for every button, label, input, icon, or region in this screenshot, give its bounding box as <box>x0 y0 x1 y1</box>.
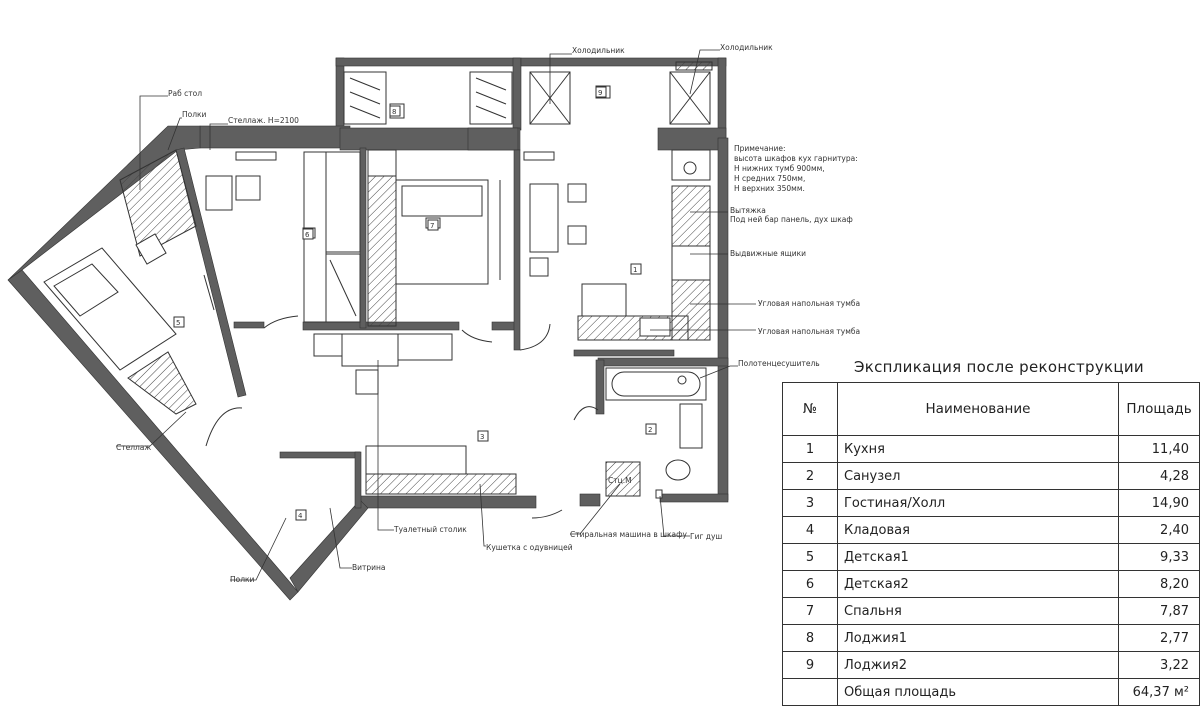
row-area: 7,87 <box>1118 597 1200 625</box>
header-number: № <box>782 382 838 436</box>
label-towel-rail: Полотенцесушитель <box>738 359 820 368</box>
table-header-row: № Наименование Площадь <box>782 382 1200 436</box>
row-area: 8,20 <box>1118 570 1200 598</box>
row-area: 3,22 <box>1118 651 1200 679</box>
label-washer-tag: Стц.М <box>608 476 632 485</box>
row-number: 7 <box>782 597 838 625</box>
room-number-8: 8 <box>392 108 396 116</box>
row-name: Гостиная/Холл <box>837 489 1119 517</box>
bathroom <box>605 367 707 499</box>
room-number-6: 6 <box>305 231 310 239</box>
row-number: 6 <box>782 570 838 598</box>
label-rack-bottom: Стеллаж <box>116 443 151 452</box>
row-name: Детская2 <box>837 570 1119 598</box>
row-area: 2,77 <box>1118 624 1200 652</box>
row-name: Спальня <box>837 597 1119 625</box>
label-washer: Стиральная машина в шкафу <box>570 530 688 539</box>
label-shower: Гиг душ <box>690 532 722 541</box>
label-drawers: Выдвижные ящики <box>730 249 806 258</box>
label-work-desk: Раб стол <box>168 89 202 98</box>
kitchen-note-line-3: Н нижних тумб 900мм, <box>734 164 825 173</box>
row-area: 14,90 <box>1118 489 1200 517</box>
row-number: 8 <box>782 624 838 652</box>
row-number: 9 <box>782 651 838 679</box>
label-shelves-bottom: Полки <box>230 575 255 584</box>
row-name: Кладовая <box>837 516 1119 544</box>
row-area: 11,40 <box>1118 435 1200 463</box>
row-number: 2 <box>782 462 838 490</box>
label-shelves-top: Полки <box>182 110 207 119</box>
header-area: Площадь <box>1118 382 1200 436</box>
label-dressing-table: Туалетный столик <box>393 525 467 534</box>
room-number-2: 2 <box>648 426 652 434</box>
label-hood-sub: Под ней бар панель, дух шкаф <box>730 215 853 224</box>
row-area: 2,40 <box>1118 516 1200 544</box>
row-name: Лоджия1 <box>837 624 1119 652</box>
header-name: Наименование <box>837 382 1119 436</box>
label-fridge-2: Холодильник <box>720 43 773 52</box>
kitchen-note-line-4: Н средних 750мм, <box>734 174 805 183</box>
room-number-3: 3 <box>480 433 484 441</box>
label-couch: Кушетка с одувницей <box>486 543 573 552</box>
room-number-9: 9 <box>598 89 602 97</box>
row-name: Детская1 <box>837 543 1119 571</box>
row-name: Санузел <box>837 462 1119 490</box>
label-fridge-1: Холодильник <box>572 46 625 55</box>
children-room-5 <box>43 149 215 415</box>
annotations: Холодильник Холодильник Раб стол Полки С… <box>116 43 860 584</box>
row-number: 1 <box>782 435 838 463</box>
room-number-4: 4 <box>298 512 303 520</box>
label-corner-2: Угловая напольная тумба <box>758 327 860 336</box>
room-number-5: 5 <box>176 319 180 327</box>
row-number: 4 <box>782 516 838 544</box>
room-numbers: 1 2 3 4 5 6 7 8 9 <box>173 86 657 521</box>
bedrooms <box>205 149 501 327</box>
kitchen-note-line-5: Н верхних 350мм. <box>734 184 805 193</box>
row-number: 5 <box>782 543 838 571</box>
row-number: 3 <box>782 489 838 517</box>
room-number-7: 7 <box>430 222 434 230</box>
row-area: 4,28 <box>1118 462 1200 490</box>
row-name: Кухня <box>837 435 1119 463</box>
total-label: Общая площадь <box>837 678 1119 706</box>
total-area: 64,37 м² <box>1118 678 1200 706</box>
total-number-cell <box>782 678 838 706</box>
room-number-1: 1 <box>633 266 637 274</box>
kitchen-note-line-2: высота шкафов кух гарнитура: <box>734 154 858 163</box>
label-corner-1: Угловая напольная тумба <box>758 299 860 308</box>
explication-title: Экспликация после реконструкции <box>854 358 1144 376</box>
label-vitrine: Витрина <box>352 563 386 572</box>
row-name: Лоджия2 <box>837 651 1119 679</box>
kitchen <box>523 149 711 341</box>
row-area: 9,33 <box>1118 543 1200 571</box>
label-hood: Вытяжка <box>730 206 766 215</box>
doors <box>205 315 599 519</box>
living-room <box>313 333 517 495</box>
kitchen-note-line-1: Примечание: <box>734 144 786 153</box>
label-rack-h: Стеллаж. Н=2100 <box>228 116 299 125</box>
